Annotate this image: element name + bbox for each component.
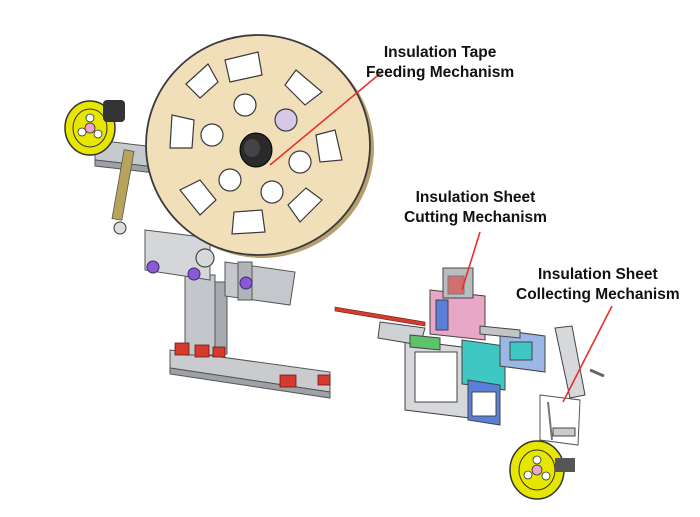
- right-yellow-spool: [509, 440, 575, 500]
- label-sheet-cutting: Insulation Sheet Cutting Mechanism: [404, 188, 547, 228]
- label-sheet-collecting-line1: Insulation Sheet: [537, 266, 658, 283]
- left-support-plate: [144, 229, 296, 306]
- pointer-tape-feeding: [269, 71, 383, 166]
- purple-rollers: [146, 260, 253, 290]
- callout-pointers: [269, 71, 613, 403]
- pointer-sheet-collecting: [562, 305, 613, 403]
- left-yellow-spool: [64, 100, 135, 235]
- collecting-mechanism: [539, 325, 605, 446]
- adjust-knob-icon: [195, 248, 215, 268]
- label-tape-feeding-line2: Feeding Mechanism: [366, 64, 515, 81]
- tape-reel: [145, 34, 374, 258]
- label-sheet-cutting-line1: Insulation Sheet: [415, 189, 536, 206]
- feed-strip: [334, 306, 426, 327]
- label-tape-feeding: Insulation Tape Feeding Mechanism: [366, 43, 514, 83]
- pointer-sheet-cutting: [461, 231, 481, 291]
- cutting-mechanism: [377, 267, 546, 426]
- label-tape-feeding-line1: Insulation Tape: [383, 44, 497, 61]
- label-sheet-collecting: Insulation Sheet Collecting Mechanism: [516, 265, 680, 305]
- label-sheet-cutting-line2: Cutting Mechanism: [404, 209, 547, 226]
- label-sheet-collecting-line2: Collecting Mechanism: [516, 286, 680, 303]
- left-base-brackets: [174, 342, 331, 388]
